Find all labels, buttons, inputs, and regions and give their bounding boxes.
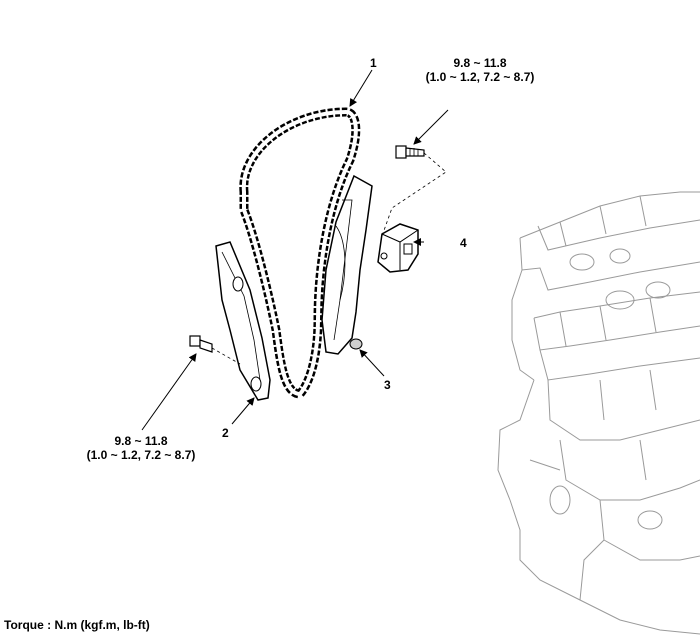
chain-tensioner bbox=[377, 223, 419, 273]
guide-bolt bbox=[189, 335, 213, 353]
torque-nm-guide: 9.8 ~ 11.8 bbox=[114, 434, 168, 448]
install-lines bbox=[211, 152, 447, 365]
leader-tensioner-arm bbox=[359, 349, 385, 377]
leader-chain bbox=[349, 69, 373, 107]
callout-4: 4 bbox=[460, 236, 467, 250]
leader-tensioner-bolt bbox=[413, 109, 449, 145]
torque-units-note: Torque : N.m (kgf.m, lb-ft) bbox=[4, 618, 150, 632]
torque-spec-guide-bolt: 9.8 ~ 11.8 (1.0 ~ 1.2, 7.2 ~ 8.7) bbox=[56, 434, 226, 462]
chain-inner bbox=[241, 109, 358, 397]
chain-guide bbox=[215, 241, 271, 401]
callout-2: 2 bbox=[222, 426, 229, 440]
leader-lines bbox=[141, 69, 449, 431]
torque-alt-guide: (1.0 ~ 1.2, 7.2 ~ 8.7) bbox=[86, 448, 196, 462]
callout-1: 1 bbox=[370, 56, 377, 70]
leader-guide bbox=[231, 397, 255, 425]
tensioner-arm bbox=[321, 174, 373, 355]
torque-alt-tensioner: (1.0 ~ 1.2, 7.2 ~ 8.7) bbox=[425, 70, 535, 84]
torque-spec-tensioner-bolt: 9.8 ~ 11.8 (1.0 ~ 1.2, 7.2 ~ 8.7) bbox=[400, 56, 560, 84]
torque-nm-tensioner: 9.8 ~ 11.8 bbox=[453, 56, 507, 70]
timing-chain bbox=[239, 107, 361, 399]
callout-3: 3 bbox=[384, 378, 391, 392]
leader-guide-bolt bbox=[141, 353, 197, 431]
tensioner-bolt bbox=[395, 145, 425, 159]
engine-block-outline bbox=[497, 191, 700, 635]
